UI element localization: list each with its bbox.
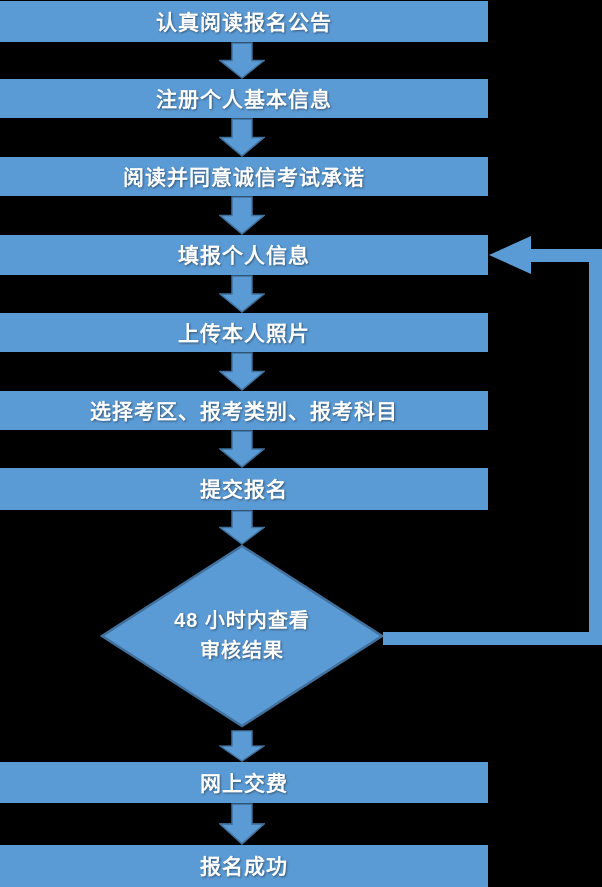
step-label: 注册个人基本信息 bbox=[156, 88, 332, 112]
loopback-connector-top bbox=[530, 249, 602, 262]
diamond-shape bbox=[100, 544, 384, 728]
step-read-announcement: 认真阅读报名公告 bbox=[0, 1, 488, 42]
step-label: 报名成功 bbox=[200, 856, 288, 879]
decision-review-result: 48 小时内查看 审核结果 bbox=[100, 544, 384, 728]
step-label: 认真阅读报名公告 bbox=[156, 11, 332, 35]
step-agree-integrity-commitment: 阅读并同意诚信考试承诺 bbox=[0, 157, 488, 196]
step-register-basic-info: 注册个人基本信息 bbox=[0, 79, 488, 118]
step-label: 选择考区、报考类别、报考科目 bbox=[90, 400, 398, 424]
step-select-exam-area-category-subject: 选择考区、报考类别、报考科目 bbox=[0, 391, 488, 430]
step-upload-photo: 上传本人照片 bbox=[0, 313, 488, 352]
step-fill-personal-info: 填报个人信息 bbox=[0, 235, 488, 275]
down-arrow-icon bbox=[219, 352, 265, 391]
step-label: 上传本人照片 bbox=[178, 322, 310, 346]
loopback-arrowhead-icon bbox=[489, 236, 531, 274]
step-pay-online: 网上交费 bbox=[0, 762, 488, 803]
step-label: 阅读并同意诚信考试承诺 bbox=[123, 166, 365, 190]
step-label: 提交报名 bbox=[200, 479, 288, 502]
down-arrow-icon bbox=[219, 275, 265, 313]
step-submit-registration: 提交报名 bbox=[0, 468, 488, 510]
down-arrow-icon bbox=[219, 430, 265, 468]
step-label: 网上交费 bbox=[200, 772, 288, 796]
down-arrow-icon bbox=[219, 730, 265, 762]
down-arrow-icon bbox=[219, 803, 265, 845]
down-arrow-icon bbox=[219, 196, 265, 235]
step-registration-success: 报名成功 bbox=[0, 845, 488, 887]
down-arrow-icon bbox=[219, 118, 265, 157]
step-label: 填报个人信息 bbox=[178, 245, 310, 268]
decision-label: 48 小时内查看 审核结果 bbox=[100, 544, 384, 728]
decision-label-line2: 审核结果 bbox=[200, 640, 284, 662]
decision-label-line1: 48 小时内查看 bbox=[174, 610, 310, 632]
loopback-connector-bottom bbox=[383, 632, 602, 645]
loopback-connector-vertical bbox=[589, 249, 602, 645]
down-arrow-icon bbox=[219, 42, 265, 79]
down-arrow-icon bbox=[219, 510, 265, 545]
